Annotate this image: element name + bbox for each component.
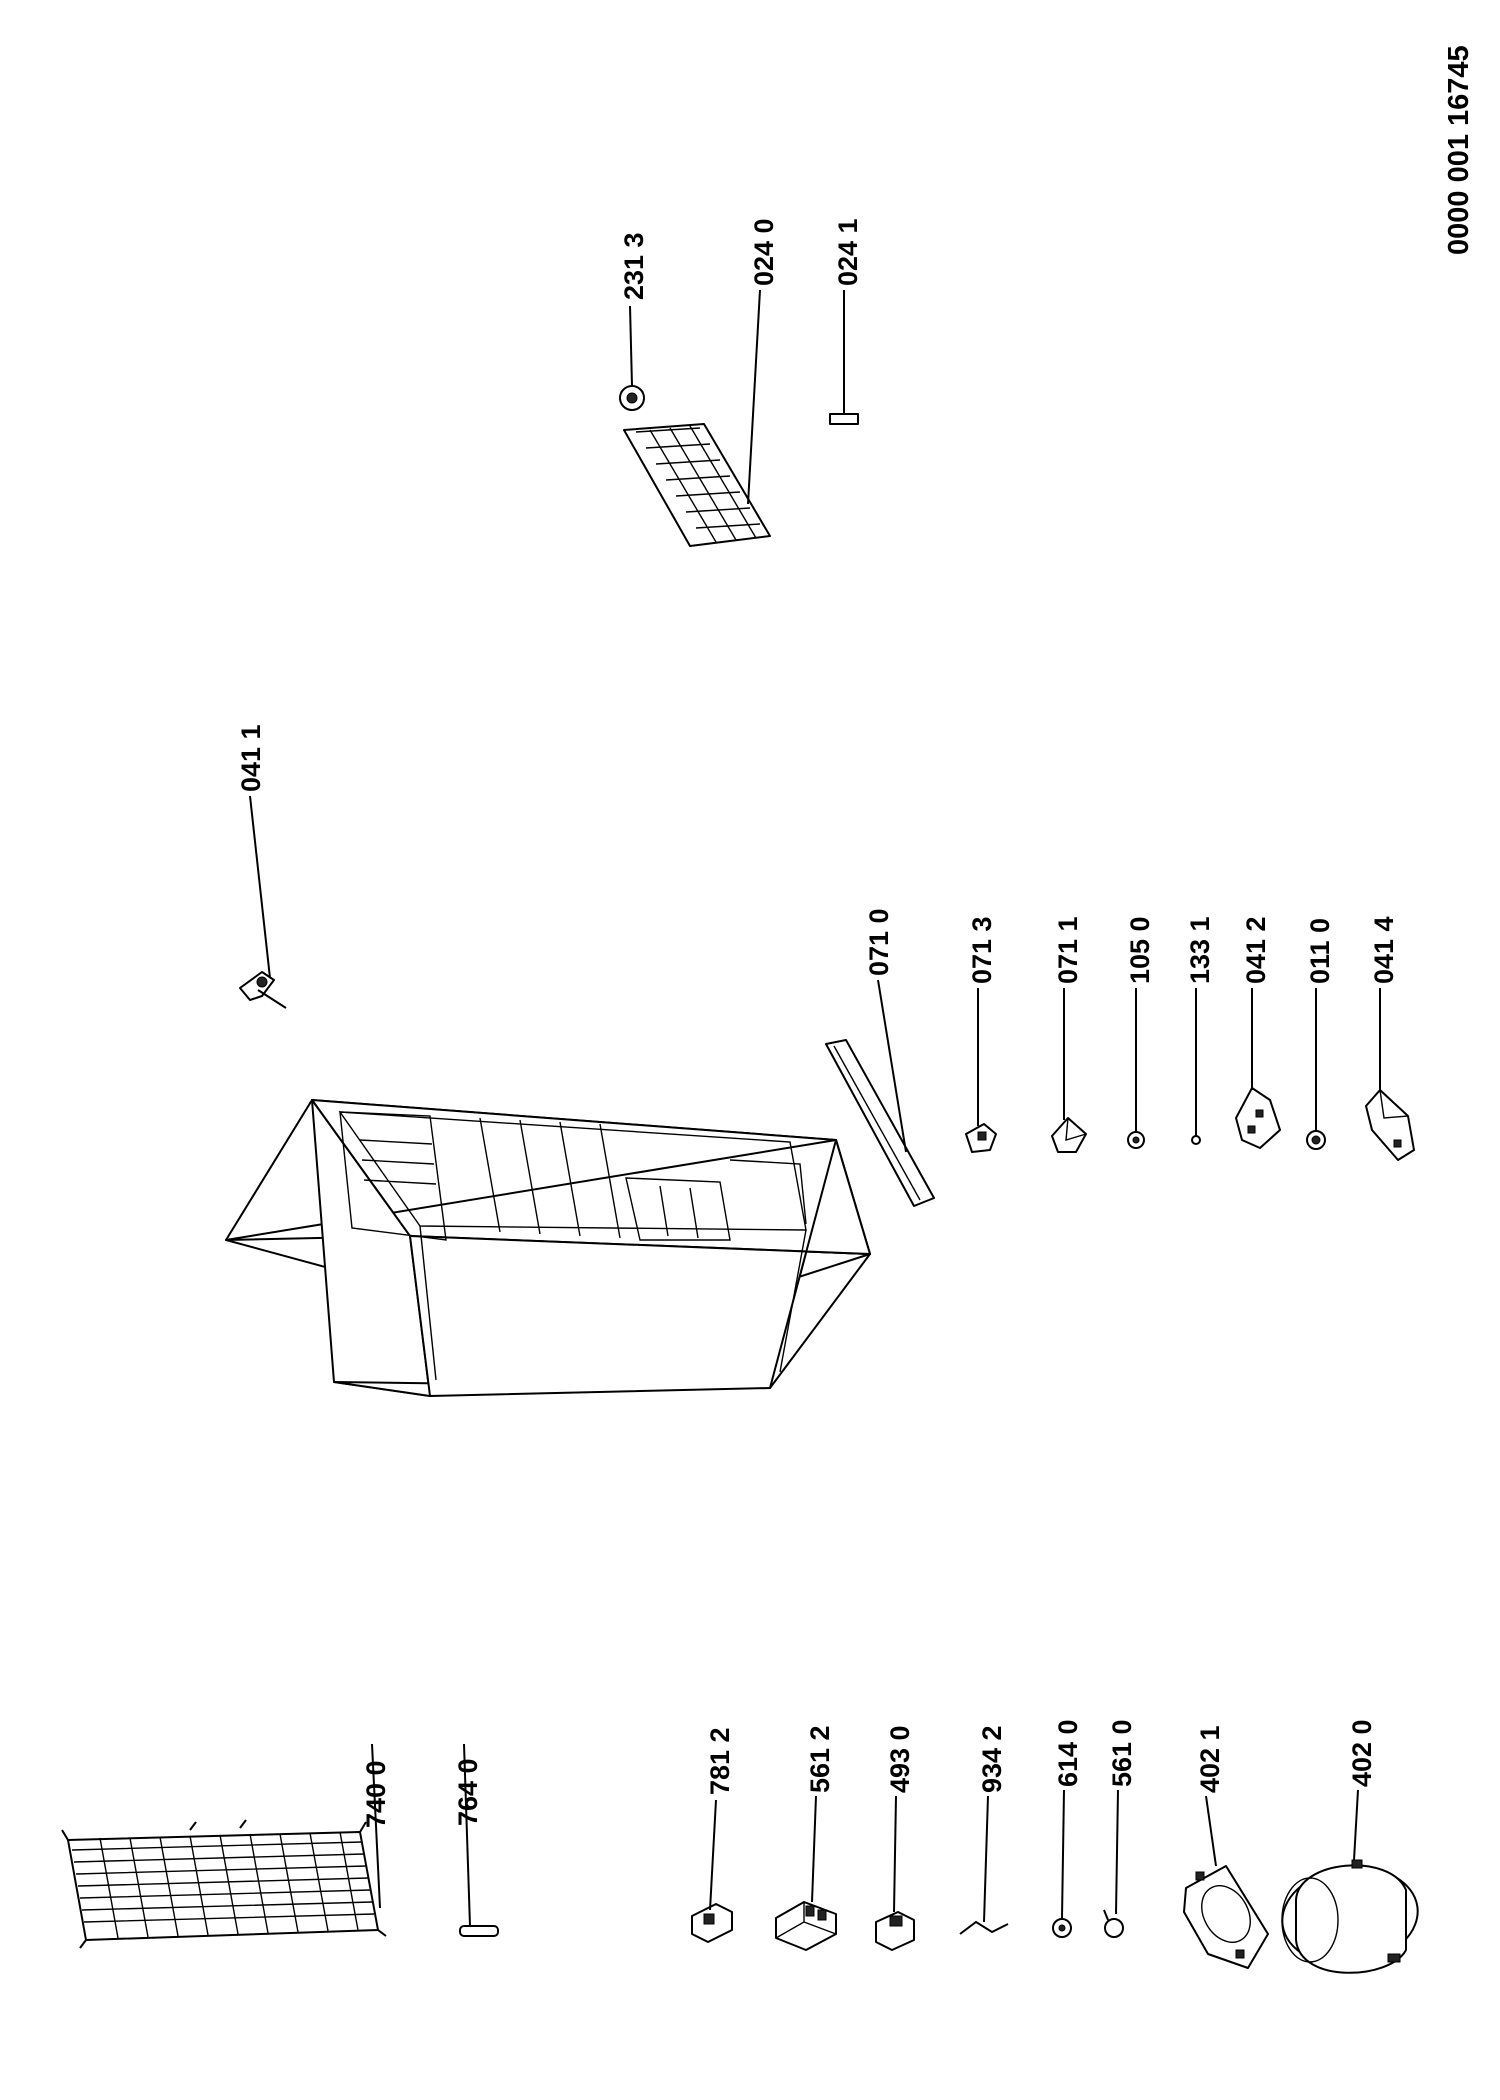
label-561-0: 561 0 <box>1107 1719 1137 1787</box>
label-934-2: 934 2 <box>977 1725 1007 1793</box>
clip-781-2 <box>691 1903 733 1943</box>
ptc-561-0 <box>1103 1909 1124 1938</box>
label-071-3: 071 3 <box>967 916 997 984</box>
label-402-0: 402 0 <box>1347 1719 1377 1787</box>
bracket-071-3 <box>965 1123 997 1153</box>
label-041-4: 041 4 <box>1369 916 1399 984</box>
document-code: 0000 001 16745 <box>1443 45 1475 255</box>
grommet-614-0 <box>1052 1918 1072 1938</box>
leader-lines <box>249 289 1381 1927</box>
label-402-1: 402 1 <box>1195 1725 1225 1793</box>
foot-011-0 <box>1306 1130 1326 1150</box>
label-740-0: 740 0 <box>361 1760 391 1828</box>
shelf-bar-071-0 <box>825 1039 935 1207</box>
condenser-coil-740-0 <box>61 1819 387 1949</box>
bracket-071-1 <box>1051 1117 1087 1153</box>
label-614-0: 614 0 <box>1053 1719 1083 1787</box>
label-071-0: 071 0 <box>864 908 894 976</box>
block-493-0 <box>875 1911 915 1951</box>
grille-024-0 <box>623 423 771 547</box>
label-041-2: 041 2 <box>1241 916 1271 984</box>
label-071-1: 071 1 <box>1053 916 1083 984</box>
label-561-2: 561 2 <box>805 1725 835 1793</box>
hinge-041-2 <box>1235 1087 1281 1149</box>
compressor-402-0 <box>1281 1859 1419 1974</box>
cabinet <box>225 1099 871 1397</box>
wire-934-2 <box>959 1920 1009 1935</box>
washer-133-1 <box>1191 1135 1201 1145</box>
part-labels: 740 0 764 0 781 2 561 2 493 0 934 2 614 … <box>236 218 1399 1828</box>
relay-block-561-2 <box>775 1901 837 1951</box>
label-105-0: 105 0 <box>1125 916 1155 984</box>
label-764-0: 764 0 <box>453 1758 483 1826</box>
base-plate-402-1 <box>1183 1865 1269 1969</box>
part-231-3 <box>619 385 645 411</box>
label-133-1: 133 1 <box>1185 916 1215 984</box>
label-024-1: 024 1 <box>833 218 863 286</box>
part-024-1 <box>829 413 859 425</box>
label-493-0: 493 0 <box>885 1725 915 1793</box>
rod-764-0 <box>459 1925 499 1937</box>
label-231-3: 231 3 <box>619 232 649 300</box>
label-781-2: 781 2 <box>705 1727 735 1795</box>
cap-105-0 <box>1127 1131 1145 1149</box>
label-011-0: 011 0 <box>1305 918 1335 984</box>
label-024-0: 024 0 <box>749 218 779 286</box>
label-041-1: 041 1 <box>236 724 266 792</box>
knob-041-1 <box>239 971 287 1009</box>
hinge-041-4 <box>1365 1089 1415 1161</box>
